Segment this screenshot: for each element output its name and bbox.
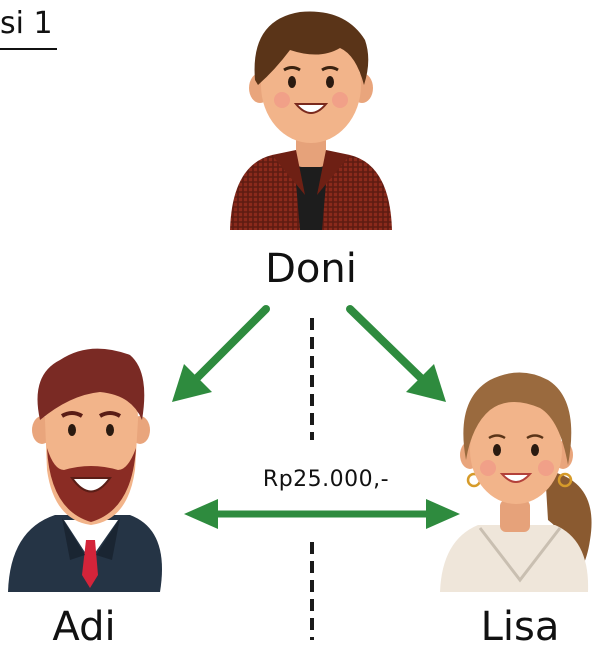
arrow-doni-to-adi <box>172 305 270 402</box>
transfer-amount: Rp25.000,- <box>262 467 390 492</box>
doni-name: Doni <box>265 246 357 292</box>
lisa-name: Lisa <box>481 604 560 647</box>
lisa-avatar <box>440 372 592 592</box>
adi-avatar <box>8 348 162 592</box>
section-heading-label: si 1 <box>0 6 53 41</box>
arrow-adi-lisa-exchange <box>184 499 460 529</box>
doni-avatar <box>230 11 392 230</box>
adi-name: Adi <box>52 604 115 647</box>
arrow-doni-to-lisa <box>346 305 446 402</box>
section-heading: si 1 <box>0 4 57 50</box>
